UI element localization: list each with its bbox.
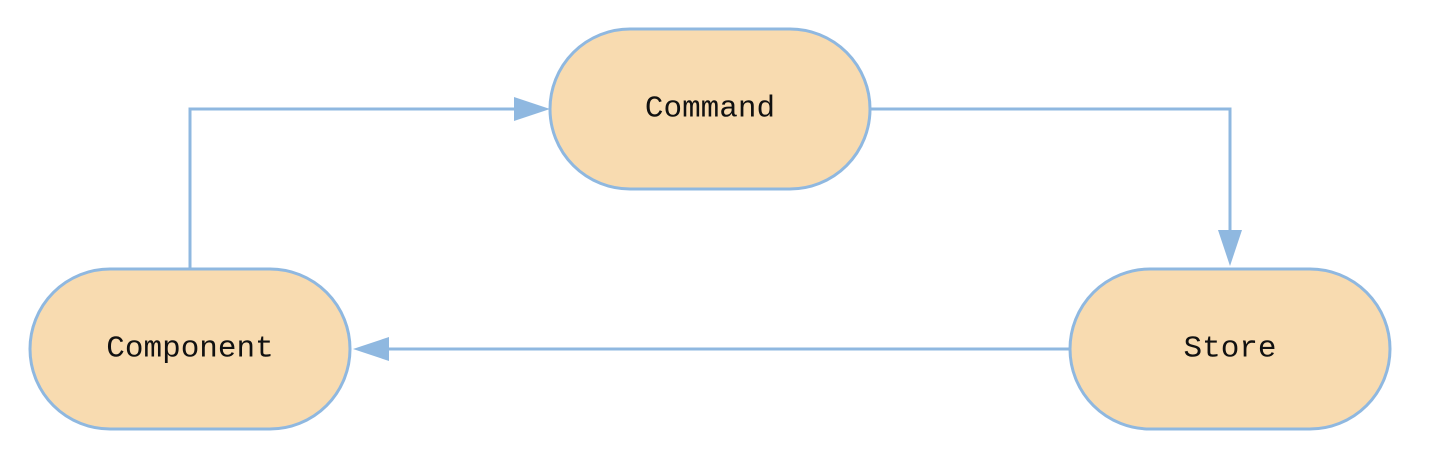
arrowhead-icon: [514, 97, 550, 121]
node-component: Component: [28, 267, 352, 431]
arrowhead-icon: [1218, 230, 1242, 266]
edge-component-to-command: [188, 97, 550, 268]
node-store: Store: [1068, 267, 1392, 431]
arrowhead-icon: [353, 337, 389, 361]
edge-store-to-component: [353, 337, 1070, 361]
node-command: Command: [548, 27, 872, 191]
node-label-component: Component: [106, 332, 273, 367]
node-label-command: Command: [645, 92, 775, 127]
node-label-store: Store: [1183, 332, 1276, 367]
edge-command-to-store: [870, 107, 1242, 266]
